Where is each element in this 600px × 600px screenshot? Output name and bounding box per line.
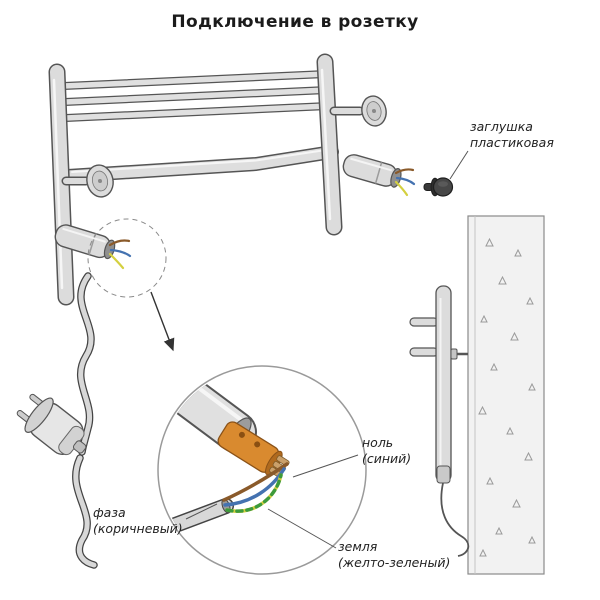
rail-left-post <box>48 63 75 306</box>
bracket-pin <box>409 317 439 327</box>
power-cable <box>77 272 95 456</box>
cable-slack <box>72 454 98 569</box>
bracket-pin <box>409 347 439 357</box>
magnified-detail <box>157 365 367 575</box>
mount-screw-head <box>450 348 458 360</box>
wall-mount-flange-left <box>61 164 114 198</box>
wall-mount-flange-right <box>329 95 387 127</box>
plug-cable-boot <box>72 440 87 454</box>
bracket-plate <box>435 285 452 483</box>
rail-rungs <box>60 70 332 122</box>
exposed-wires-left <box>108 239 132 270</box>
earth-label-line2: (желто-зеленый) <box>338 555 450 570</box>
rail-front-bar <box>61 145 339 183</box>
phase-label-line1: фаза <box>93 505 126 520</box>
phase-wire <box>222 462 289 502</box>
cable-sheath <box>162 498 234 535</box>
neutral-pointer-line <box>292 454 359 478</box>
rail-right-post <box>316 53 343 236</box>
cap-label-line1: заглушка <box>470 119 533 134</box>
plug-face <box>24 397 54 433</box>
earth-wire-stripe <box>225 473 283 513</box>
bracket-cable <box>440 482 470 557</box>
callout-arrow <box>150 291 175 352</box>
power-plug <box>16 393 87 456</box>
diagram-title: Подключение в розетку <box>171 12 418 32</box>
cable-gland-left <box>54 224 116 260</box>
cap-label-line2: пластиковая <box>470 135 554 150</box>
neutral-label-line2: (синий) <box>362 451 411 466</box>
cap-pointer-line <box>449 150 469 180</box>
concrete-wall-section <box>467 215 545 575</box>
concrete-texture <box>478 237 536 557</box>
detail-callout-circle <box>87 218 167 298</box>
neutral-label-line1: ноль <box>362 435 393 450</box>
phase-label-line2: (коричневый) <box>93 521 183 536</box>
exposed-wires-right <box>394 168 416 197</box>
plastic-cap <box>423 177 454 197</box>
phase-pointer-line <box>185 503 218 520</box>
earth-pointer-line <box>267 508 337 549</box>
cable-gland-right <box>342 154 402 188</box>
wall-bracket-side-view <box>409 285 470 557</box>
earth-label-line1: земля <box>338 539 378 554</box>
heater-housing <box>436 465 451 484</box>
towel-rail <box>48 53 387 306</box>
